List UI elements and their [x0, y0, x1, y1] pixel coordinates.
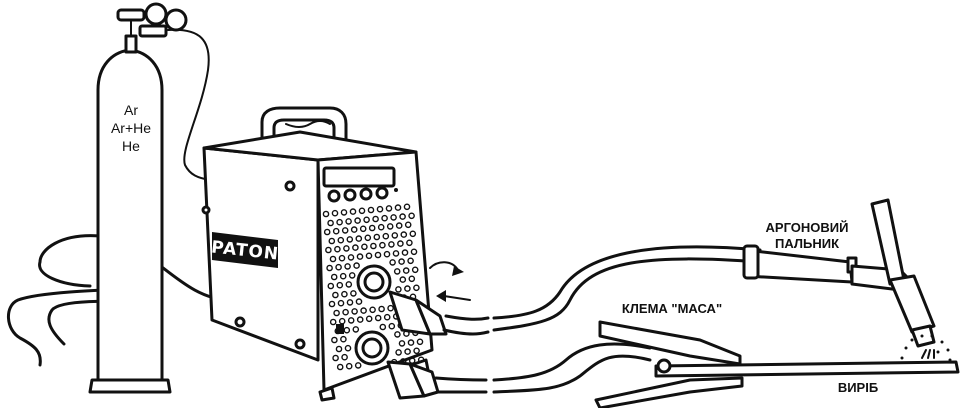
- screw: [203, 207, 209, 213]
- valve-handwheel: [118, 10, 144, 20]
- torch-cable-long: [494, 259, 760, 330]
- torch-cable: [444, 330, 488, 334]
- control-button[interactable]: [361, 189, 371, 199]
- screw: [286, 182, 294, 190]
- welding-machine: PATON: [203, 108, 432, 400]
- torch-cable: [446, 316, 488, 319]
- torch-ferrule: [744, 246, 758, 278]
- handle-grip: [286, 121, 330, 127]
- screw: [296, 340, 304, 348]
- cylinder-valve: [126, 36, 136, 52]
- gas-label-3: He: [122, 138, 140, 154]
- workpiece: [656, 362, 958, 376]
- torch-head: [890, 276, 934, 332]
- pressure-gauge-2: [166, 10, 186, 30]
- torch-label-line-2: ПАЛЬНИК: [775, 236, 839, 251]
- screw: [236, 318, 244, 326]
- gas-connector: [336, 324, 344, 334]
- socket-core: [363, 339, 381, 357]
- gas-label-1: Ar: [124, 102, 138, 118]
- control-button[interactable]: [345, 190, 355, 200]
- clamp-label: КЛЕМА "МАСА": [622, 301, 722, 316]
- gas-label-2: Ar+He: [111, 120, 151, 136]
- workpiece-label: ВИРІБ: [838, 380, 878, 395]
- machine-foot: [320, 388, 334, 400]
- control-button[interactable]: [329, 191, 339, 201]
- socket-core: [365, 273, 383, 291]
- control-button[interactable]: [377, 188, 387, 198]
- ground-cable-long: [494, 356, 650, 392]
- torch-handle: [746, 250, 852, 282]
- ground-cable: [436, 378, 486, 380]
- regulator-body: [140, 26, 166, 36]
- clamp-lower-jaw: [596, 378, 742, 408]
- gas-flow-arrow-icon: [430, 262, 470, 302]
- gas-cylinder: Ar Ar+He He: [90, 4, 186, 392]
- display-screen: [324, 168, 394, 186]
- clamp-pivot: [658, 360, 670, 372]
- ground-cable-plug: [388, 362, 438, 398]
- cylinder-body: [98, 50, 162, 380]
- ground-cable-long: [494, 344, 650, 380]
- torch-label-line-1: АРГОНОВИЙ: [766, 220, 849, 235]
- cylinder-foot: [90, 380, 170, 392]
- pressure-gauge-1: [146, 4, 166, 24]
- indicator-led: [394, 188, 398, 192]
